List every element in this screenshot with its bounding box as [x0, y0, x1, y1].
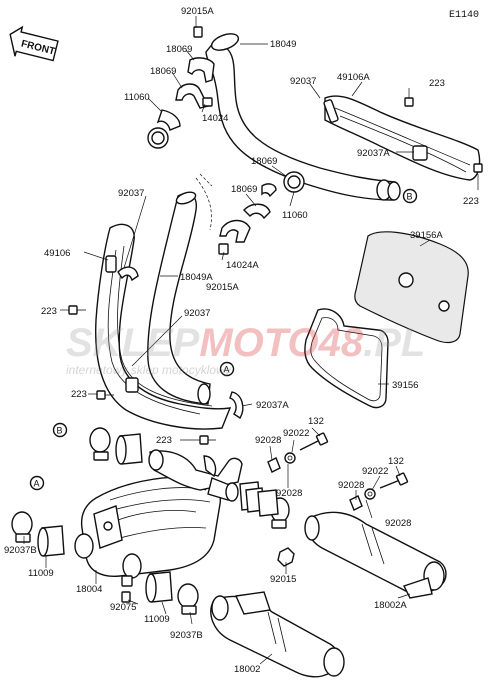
- part-label: 39156: [392, 380, 418, 391]
- header-pipe-18049A: [147, 173, 213, 405]
- part-label: 223: [71, 389, 87, 400]
- bolt-223-tr: [404, 97, 414, 107]
- part-label: 223: [156, 435, 172, 446]
- clamp-92037A-mid: [229, 391, 244, 419]
- part-label: 18049A: [180, 272, 213, 283]
- part-label: 92037B: [4, 545, 37, 556]
- part-label: 11060: [124, 92, 150, 103]
- part-label: 18069: [231, 184, 257, 195]
- callout-b-upper: B: [402, 188, 418, 204]
- watermark-brand-d: .PL: [363, 321, 425, 365]
- svg-text:A: A: [34, 479, 40, 489]
- part-label: 92037: [118, 188, 144, 199]
- fastener-set-b: [349, 472, 409, 511]
- part-label: 92028: [276, 488, 302, 499]
- leader-lines: [23, 16, 479, 665]
- part-label: 49106A: [337, 72, 370, 83]
- part-label: 92028: [385, 518, 411, 529]
- part-label: 11009: [144, 614, 170, 625]
- part-label: 18049: [270, 39, 296, 50]
- part-label: 92022: [362, 466, 388, 477]
- part-label: 14024A: [226, 260, 259, 271]
- sleeves-and-clamps: [11, 427, 290, 615]
- watermark-tagline: internetowy sklep motocyklowy: [66, 363, 232, 377]
- part-label: 39156A: [410, 230, 443, 241]
- nut-92015: [277, 547, 295, 567]
- part-label: 132: [308, 416, 324, 427]
- callout-a-lower: A: [29, 475, 45, 491]
- part-label: 18069: [251, 156, 277, 167]
- muffler-18002A: [304, 511, 447, 599]
- header-pipe-18049: [205, 33, 401, 201]
- gasket-39156: [304, 308, 389, 409]
- muffler-18002: [210, 591, 345, 678]
- part-label: 11009: [28, 568, 54, 579]
- part-label: 92037: [290, 76, 316, 87]
- bolt-223-center: [199, 435, 216, 445]
- part-label: 49106: [44, 248, 70, 259]
- watermark-brand-b: MOTO: [199, 321, 318, 365]
- watermark-logo: SKLEPMOTO48.PL internetowy sklep motocyk…: [66, 321, 425, 377]
- part-label: 92022: [283, 428, 309, 439]
- part-label: 18069: [166, 44, 192, 55]
- part-label: 92028: [338, 480, 364, 491]
- heat-guard-49106A: [323, 95, 481, 181]
- part-label: 11060: [282, 210, 308, 221]
- clamp-parts-mid: [218, 171, 305, 255]
- part-label: 92015A: [181, 6, 214, 17]
- part-label: 18004: [76, 584, 102, 595]
- part-label: 18002: [234, 664, 260, 675]
- part-label: 132: [388, 456, 404, 467]
- svg-text:A: A: [224, 365, 230, 375]
- front-arrow-icon: FRONT: [9, 25, 59, 62]
- clamp-92037-left: [117, 266, 139, 282]
- svg-text:SKLEPMOTO48.PL: SKLEPMOTO48.PL: [66, 321, 425, 365]
- callout-b-lower: B: [52, 422, 68, 438]
- part-label: 92015: [270, 574, 296, 585]
- part-label: 223: [463, 196, 479, 207]
- watermark-brand-c: 48: [318, 321, 364, 365]
- part-label: 92037B: [170, 630, 203, 641]
- clamp-parts-top: [147, 26, 215, 149]
- part-label: 223: [429, 78, 445, 89]
- collector-pipes: [148, 449, 243, 502]
- bolt-223-left2: [96, 390, 114, 400]
- svg-text:B: B: [407, 192, 413, 202]
- diagram-code: E1140: [449, 10, 479, 21]
- part-label: 92015A: [206, 282, 239, 293]
- part-label: 92028: [255, 435, 281, 446]
- svg-text:B: B: [57, 426, 63, 436]
- bolt-223-tr2: [473, 163, 483, 173]
- callout-a-upper: A: [219, 361, 235, 377]
- part-label: 92037A: [256, 400, 289, 411]
- part-labels: 92015A 18069 18069 11060 14024 18049 920…: [4, 6, 479, 675]
- fastener-set-a: [267, 432, 329, 473]
- collector-box-18004: [74, 476, 221, 587]
- part-label: 92037: [184, 308, 210, 319]
- bolt-223-left: [68, 305, 86, 315]
- watermark-brand-a: SKLEP: [66, 321, 200, 365]
- part-label: 14024: [202, 113, 228, 124]
- part-label: 18069: [150, 66, 176, 77]
- part-label: 92037A: [357, 148, 390, 159]
- part-label: 92075: [110, 602, 136, 613]
- gasket-39156A: [354, 231, 469, 344]
- part-label: 18002A: [374, 600, 407, 611]
- part-label: 223: [41, 306, 57, 317]
- bolt-92075: [121, 591, 131, 603]
